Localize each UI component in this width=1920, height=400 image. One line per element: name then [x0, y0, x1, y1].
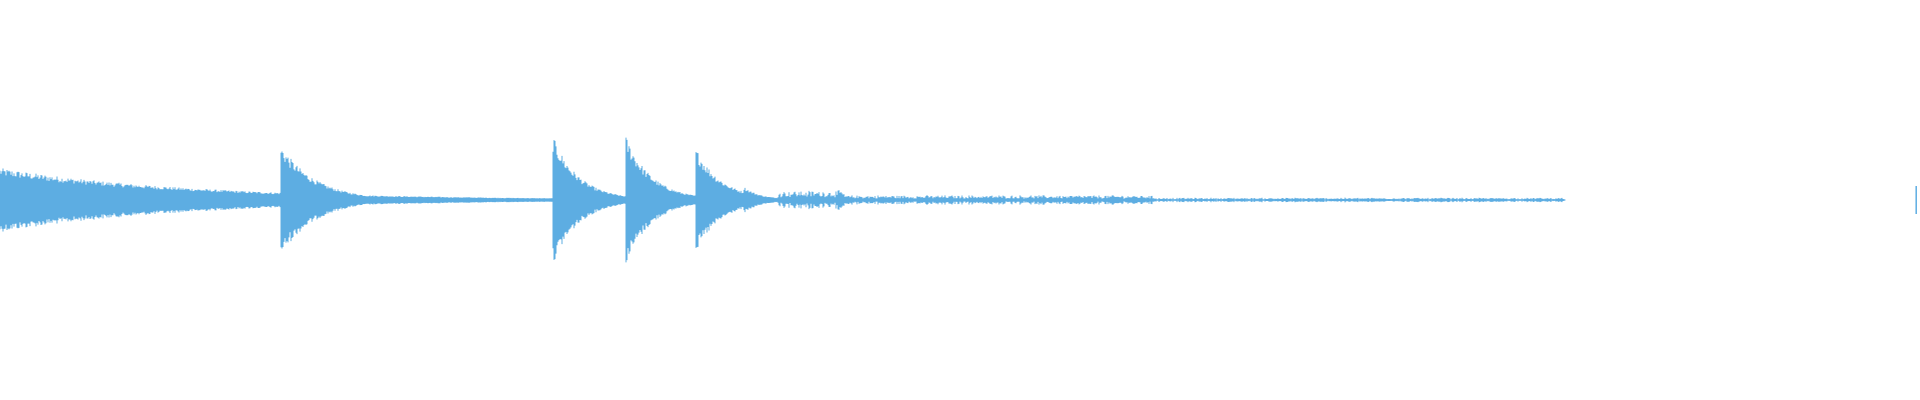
waveform-path: [0, 137, 1566, 263]
